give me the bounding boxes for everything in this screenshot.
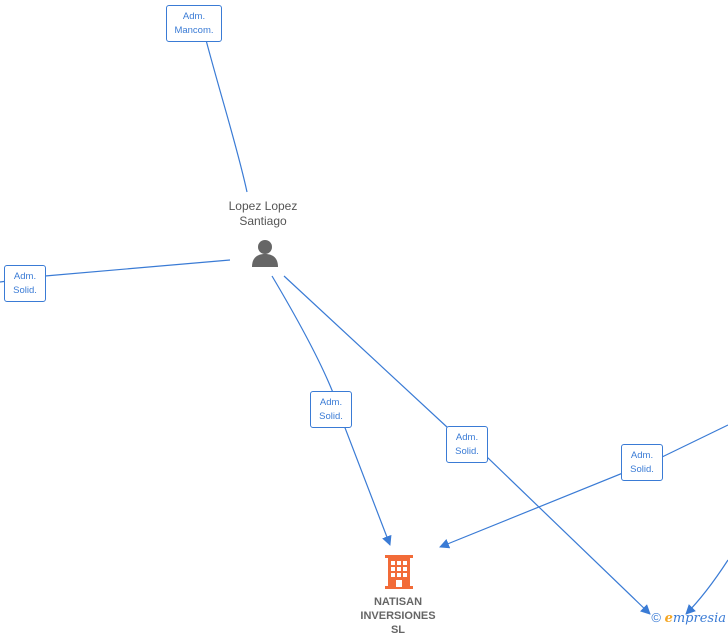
person-icon[interactable] <box>250 238 280 268</box>
edge-line-right-bottom <box>685 559 728 615</box>
brand-rest: mpresia <box>672 611 726 626</box>
edge-role-line2: Solid. <box>455 446 479 457</box>
edge-label-to-company[interactable]: Adm. Solid. <box>310 391 352 428</box>
edge-role-line1: Adm. <box>630 450 654 461</box>
empresia-watermark: © empresia <box>651 610 726 626</box>
company-name-line1: NATISAN <box>373 596 423 608</box>
edge-label-left-solid[interactable]: Adm. Solid. <box>4 265 46 302</box>
edge-label-center-solid[interactable]: Adm. Solid. <box>446 426 488 463</box>
edge-role-line2: Solid. <box>13 285 37 296</box>
edge-line-mancom <box>205 39 248 193</box>
edge-role-line2: Solid. <box>319 411 343 422</box>
company-name[interactable]: NATISAN INVERSIONES SL <box>340 595 456 637</box>
edge-role-line1: Adm. <box>13 271 37 282</box>
edge-label-mancom[interactable]: Adm. Mancom. <box>166 5 222 42</box>
company-name-line3: SL <box>390 624 406 636</box>
edge-role-line1: Adm. <box>319 397 343 408</box>
brand-initial: e <box>664 611 673 626</box>
copyright-symbol: © <box>651 610 661 625</box>
person-name-line1: Lopez Lopez <box>228 199 298 213</box>
person-name-line2: Santiago <box>239 214 287 228</box>
empresia-logo: empresia <box>665 611 726 626</box>
building-icon[interactable] <box>383 553 415 589</box>
person-name[interactable]: Lopez Lopez Santiago <box>213 199 313 229</box>
edge-role-line2: Solid. <box>630 464 654 475</box>
edge-label-right-solid[interactable]: Adm. Solid. <box>621 444 663 481</box>
edge-role-line1: Adm. <box>182 11 206 22</box>
company-name-line2: INVERSIONES <box>360 610 436 622</box>
edge-role-line2: Mancom. <box>174 25 214 36</box>
edge-role-line1: Adm. <box>455 432 479 443</box>
